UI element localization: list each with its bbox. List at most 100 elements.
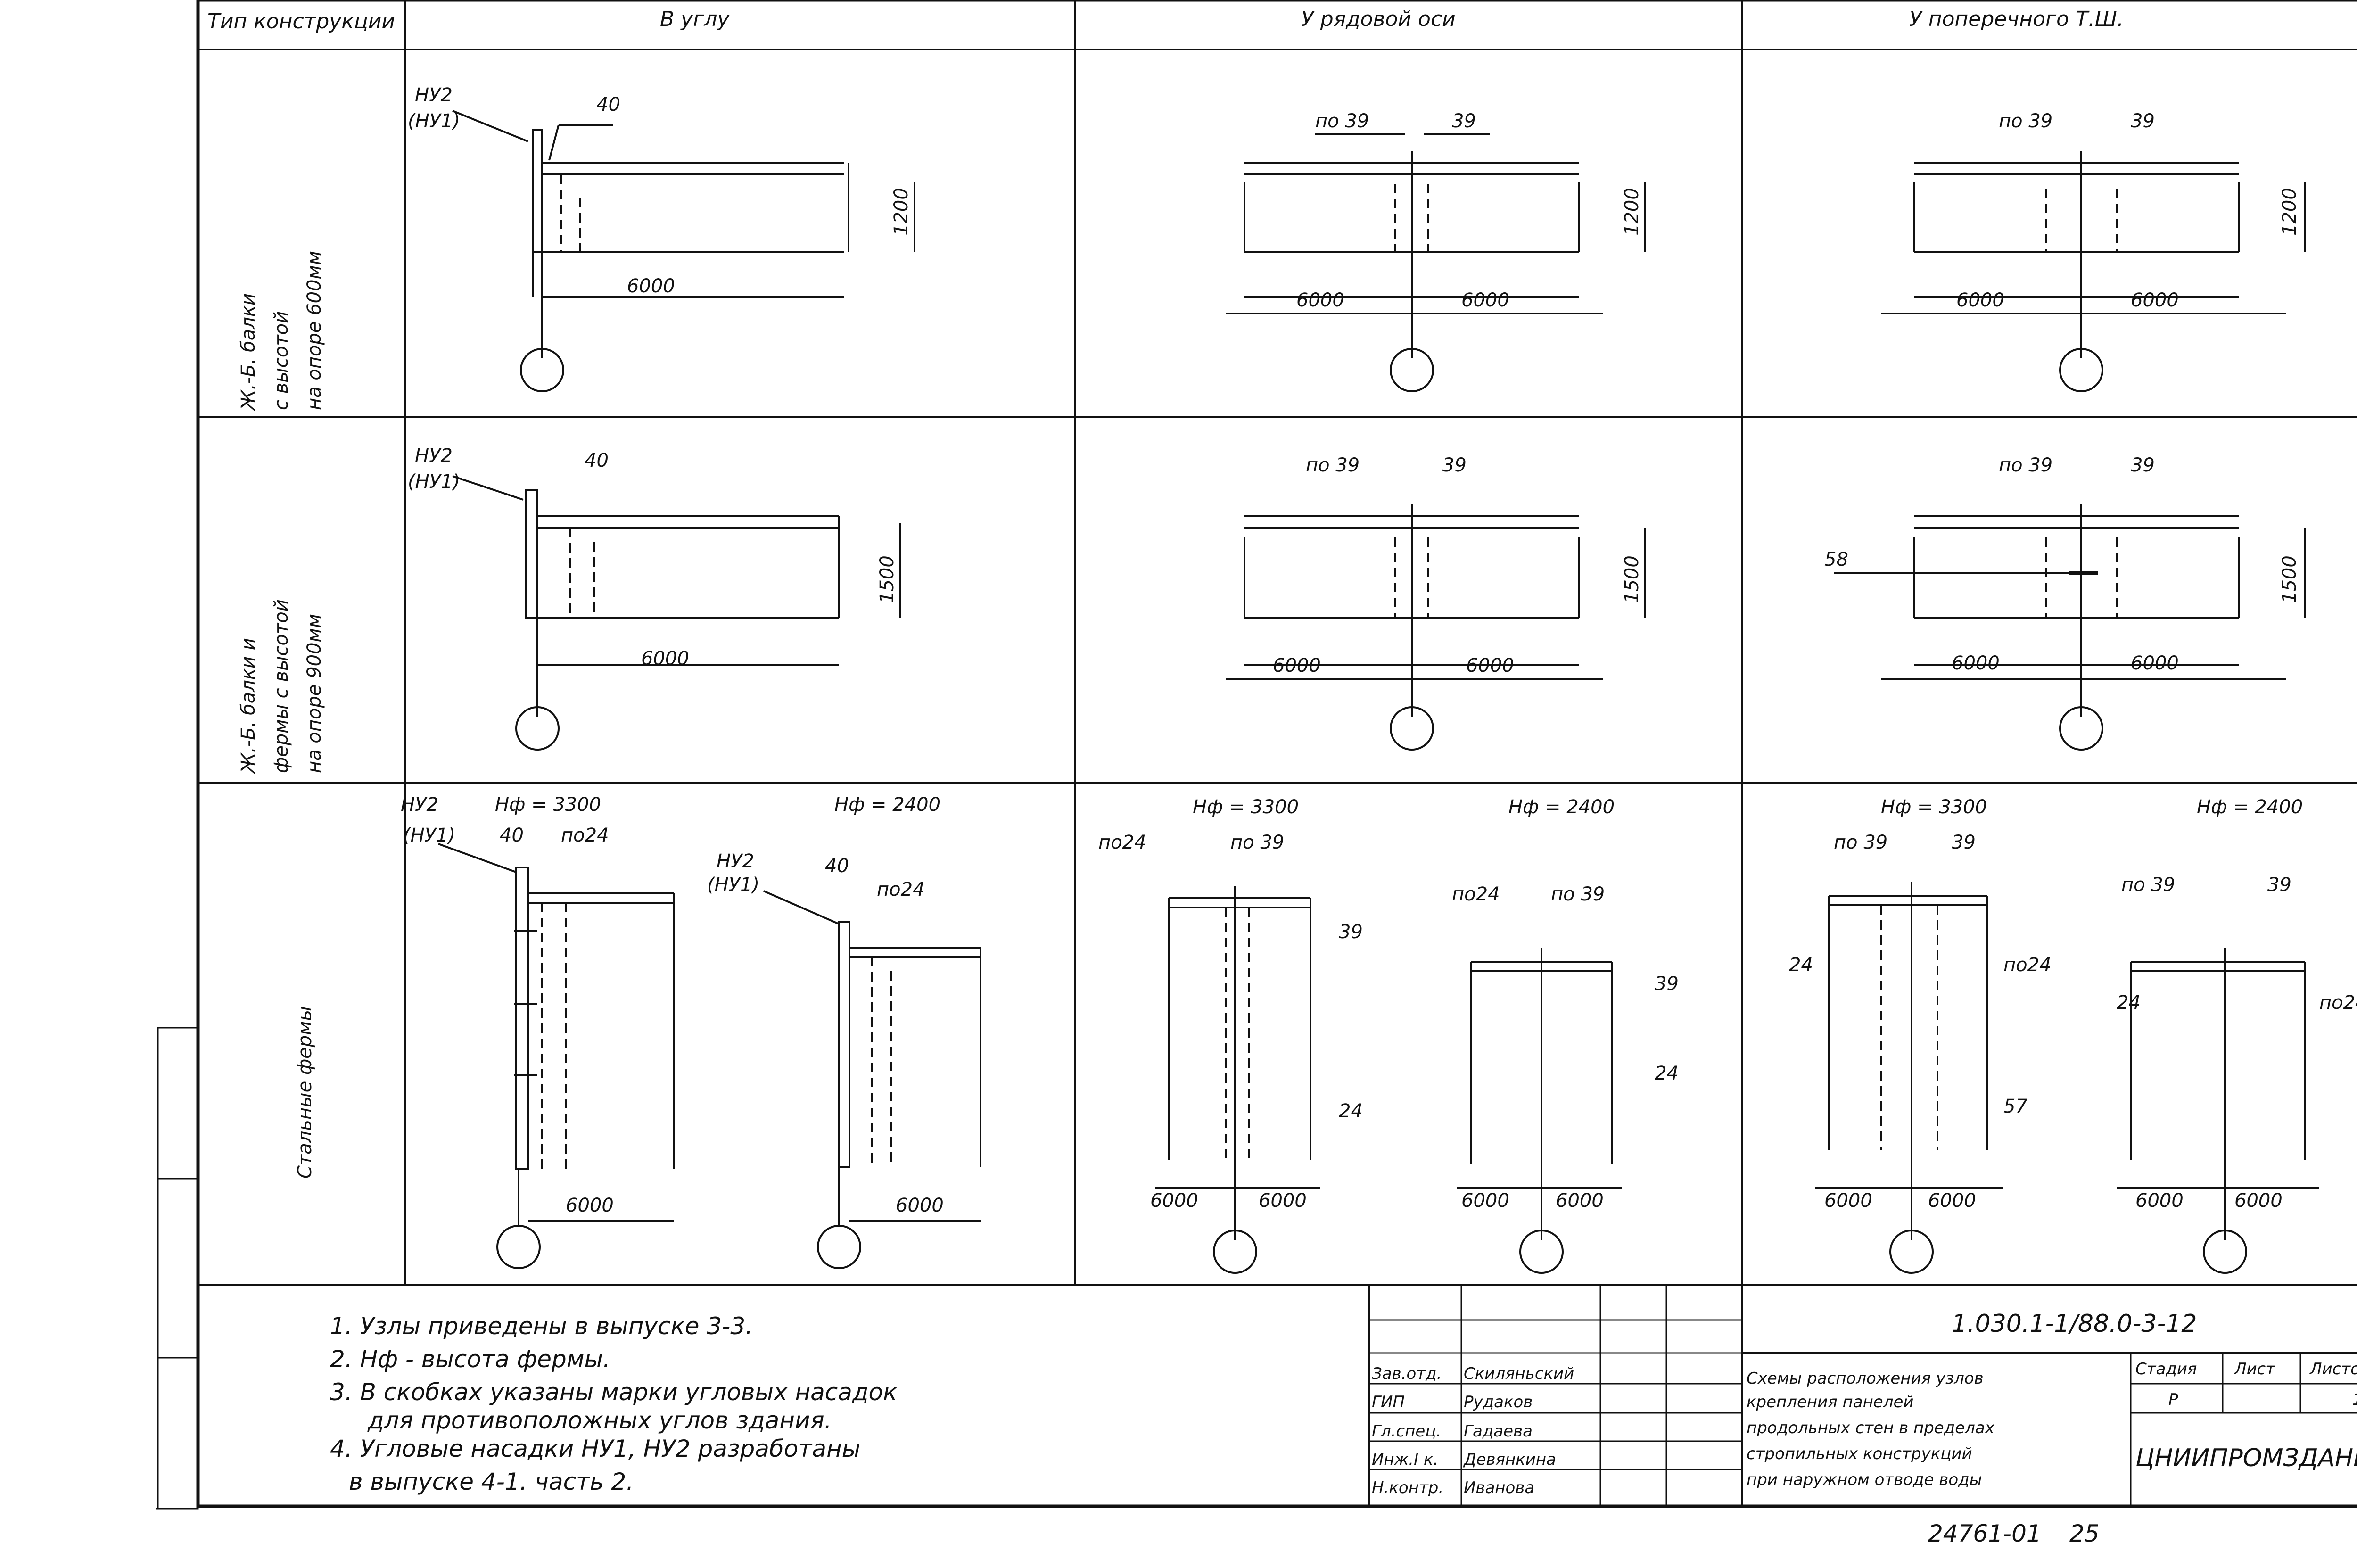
stamp-role-5: Н.контр. <box>1372 1478 1443 1497</box>
row-1-line-2: с высотой <box>271 311 292 410</box>
r3r-po24: по24 <box>1098 832 1146 853</box>
r1c-po39: по 39 <box>1999 110 2052 132</box>
r3c-hf2400: Нф = 2400 <box>2197 796 2303 818</box>
stamp-name-3: Гадаева <box>1464 1422 1533 1441</box>
r3c-39: 39 <box>1952 832 1976 853</box>
r3c-57: 57 <box>2003 1096 2027 1117</box>
header-col-cross: У поперечного Т.Ш. <box>1909 7 2124 31</box>
r3r-39a: 39 <box>1339 921 1363 943</box>
row-1-line-3: на опоре 600мм <box>304 251 325 410</box>
r1-d1200: 1200 <box>890 188 912 236</box>
row-label-2: Ж.-Б. балки и фермы с высотой на опоре 9… <box>238 599 325 775</box>
r3c-po24: по24 <box>2003 954 2052 976</box>
r3r-hf3300: Нф = 3300 <box>1193 796 1299 818</box>
node-r2-corner <box>452 475 901 751</box>
stage-value: Р <box>2168 1390 2178 1409</box>
title-line-4: стропильных конструкций <box>1747 1444 1972 1463</box>
r2r-6000a: 6000 <box>1273 655 1321 677</box>
r1r-6000a: 6000 <box>1296 289 1344 311</box>
r2-d40: 40 <box>585 450 609 471</box>
r1r-39: 39 <box>1452 110 1476 132</box>
r2c-58: 58 <box>1824 549 1848 570</box>
note-4: 4. Угловые насадки НУ1, НУ2 разработаны <box>330 1435 860 1462</box>
r1-ny2: НУ2 <box>415 84 453 106</box>
r3r-6000d: 6000 <box>1556 1190 1604 1212</box>
r1c-6000b: 6000 <box>2131 289 2179 311</box>
r3b-40: 40 <box>825 855 849 877</box>
r3c-6000d: 6000 <box>2234 1190 2283 1212</box>
row-1-line-1: Ж.-Б. балки <box>238 293 259 412</box>
header-col-corner: В углу <box>660 7 730 31</box>
r3r-6000c: 6000 <box>1461 1190 1509 1212</box>
r3c-24b: 24 <box>2117 992 2141 1014</box>
row-2-line-2: фермы с высотой <box>271 599 292 773</box>
r1r-6000b: 6000 <box>1461 289 1509 311</box>
org-name: ЦНИИПРОМЗДАНИЙ <box>2135 1444 2357 1472</box>
node-r3-corner-a <box>438 843 675 1269</box>
page-number: 25 <box>2069 1520 2100 1547</box>
r2-ny1: (НУ1) <box>408 471 460 493</box>
r3b-ny2: НУ2 <box>717 850 754 872</box>
r2-d6000: 6000 <box>641 648 689 669</box>
stage-label: Стадия <box>2135 1360 2197 1378</box>
r3r-24b: 24 <box>1655 1063 1679 1084</box>
r2c-po39: по 39 <box>1999 454 2052 476</box>
stamp-name-4: Девянкина <box>1463 1450 1556 1469</box>
r2r-1500: 1500 <box>1621 555 1643 603</box>
node-r1-corner <box>452 110 915 392</box>
r3r-24a: 24 <box>1339 1100 1363 1122</box>
r1r-po39: по 39 <box>1315 110 1369 132</box>
stamp-name-1: Скиляньский <box>1464 1364 1574 1383</box>
r3a-ny1: (НУ1) <box>403 825 455 846</box>
r3c-po24b: по24 <box>2319 992 2357 1014</box>
r3a-po24: по24 <box>561 825 609 846</box>
r3a-6000: 6000 <box>566 1195 614 1216</box>
r3c-6000c: 6000 <box>2135 1190 2184 1212</box>
r3c-po39: по 39 <box>1834 832 1887 853</box>
r3c-hf3300: Нф = 3300 <box>1881 796 1987 818</box>
r3c-6000a: 6000 <box>1824 1190 1872 1212</box>
r1c-6000a: 6000 <box>1956 289 2004 311</box>
r3c-24: 24 <box>1789 954 1813 976</box>
node-r3-cross <box>1815 882 2319 1274</box>
note-4b: в выпуске 4-1. часть 2. <box>349 1468 634 1495</box>
r3c-6000b: 6000 <box>1928 1190 1976 1212</box>
r3c-po39b: по 39 <box>2121 874 2175 896</box>
title-line-5: при наружном отводе воды <box>1747 1470 1982 1489</box>
stamp-name-2: Рудаков <box>1464 1393 1533 1411</box>
note-3b: для противоположных углов здания. <box>367 1407 832 1434</box>
header-col-type: Тип конструкции <box>207 9 395 33</box>
r3r-6000b: 6000 <box>1259 1190 1307 1212</box>
inventory-number: 24761-01 <box>1928 1520 2042 1547</box>
r1c-1200: 1200 <box>2279 188 2300 236</box>
stamp-role-2: ГИП <box>1372 1393 1405 1411</box>
title-line-2: крепления панелей <box>1747 1393 1913 1411</box>
row-2-line-3: на опоре 900мм <box>304 614 325 773</box>
node-r3-row <box>1155 886 1622 1274</box>
r1c-39: 39 <box>2131 110 2155 132</box>
note-2: 2. Нф - высота фермы. <box>330 1345 610 1373</box>
row-2-line-1: Ж.-Б. балки и <box>238 638 259 775</box>
r3r-6000a: 6000 <box>1150 1190 1198 1212</box>
r3c-39b: 39 <box>2267 874 2291 896</box>
doc-code: 1.030.1-1/88.0-3-12 <box>1952 1310 2197 1338</box>
title-line-1: Схемы расположения узлов <box>1747 1369 1984 1388</box>
node-r1-cross <box>1881 151 2306 392</box>
r2c-6000b: 6000 <box>2131 652 2179 674</box>
r3b-ny1: (НУ1) <box>707 874 759 896</box>
r3b-hf2400: Нф = 2400 <box>834 794 940 816</box>
r2r-po39: по 39 <box>1306 454 1360 476</box>
r2c-39: 39 <box>2131 454 2155 476</box>
node-r2-row <box>1226 504 1646 751</box>
node-r2-cross <box>1834 504 2306 751</box>
r3r-39b: 39 <box>1655 973 1679 995</box>
sheets-label: Листов <box>2309 1360 2357 1378</box>
r1-ny1: (НУ1) <box>408 110 460 132</box>
sheet-value: 1 <box>2352 1390 2357 1409</box>
r3a-hf3300: Нф = 3300 <box>495 794 601 816</box>
stamp-name-5: Иванова <box>1464 1478 1534 1497</box>
r3r-po39b: по 39 <box>1551 883 1605 905</box>
note-3: 3. В скобках указаны марки угловых насад… <box>330 1378 897 1406</box>
title-line-3: продольных стен в пределах <box>1747 1419 1995 1437</box>
row-label-3: Стальные фермы <box>294 1006 316 1179</box>
